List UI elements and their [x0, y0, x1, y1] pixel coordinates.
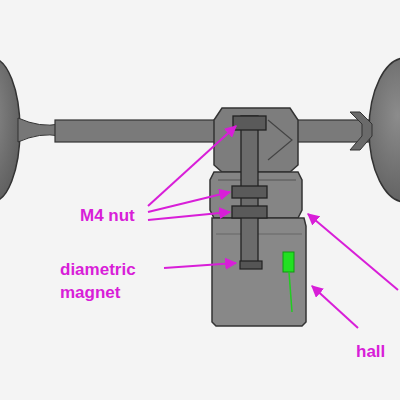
diametric-magnet [240, 261, 262, 269]
leader-lines [148, 126, 398, 328]
part-label: hall [356, 340, 396, 363]
right-cup [350, 58, 400, 202]
nut [232, 206, 267, 218]
sensor-lead [289, 272, 292, 312]
part-label: diametric magnet [60, 258, 156, 304]
nut [233, 116, 266, 130]
part-label: M4 nut [80, 204, 160, 227]
hub [210, 108, 306, 326]
nut [232, 186, 267, 198]
left-cup [0, 58, 60, 202]
hall-sensor [283, 252, 294, 272]
